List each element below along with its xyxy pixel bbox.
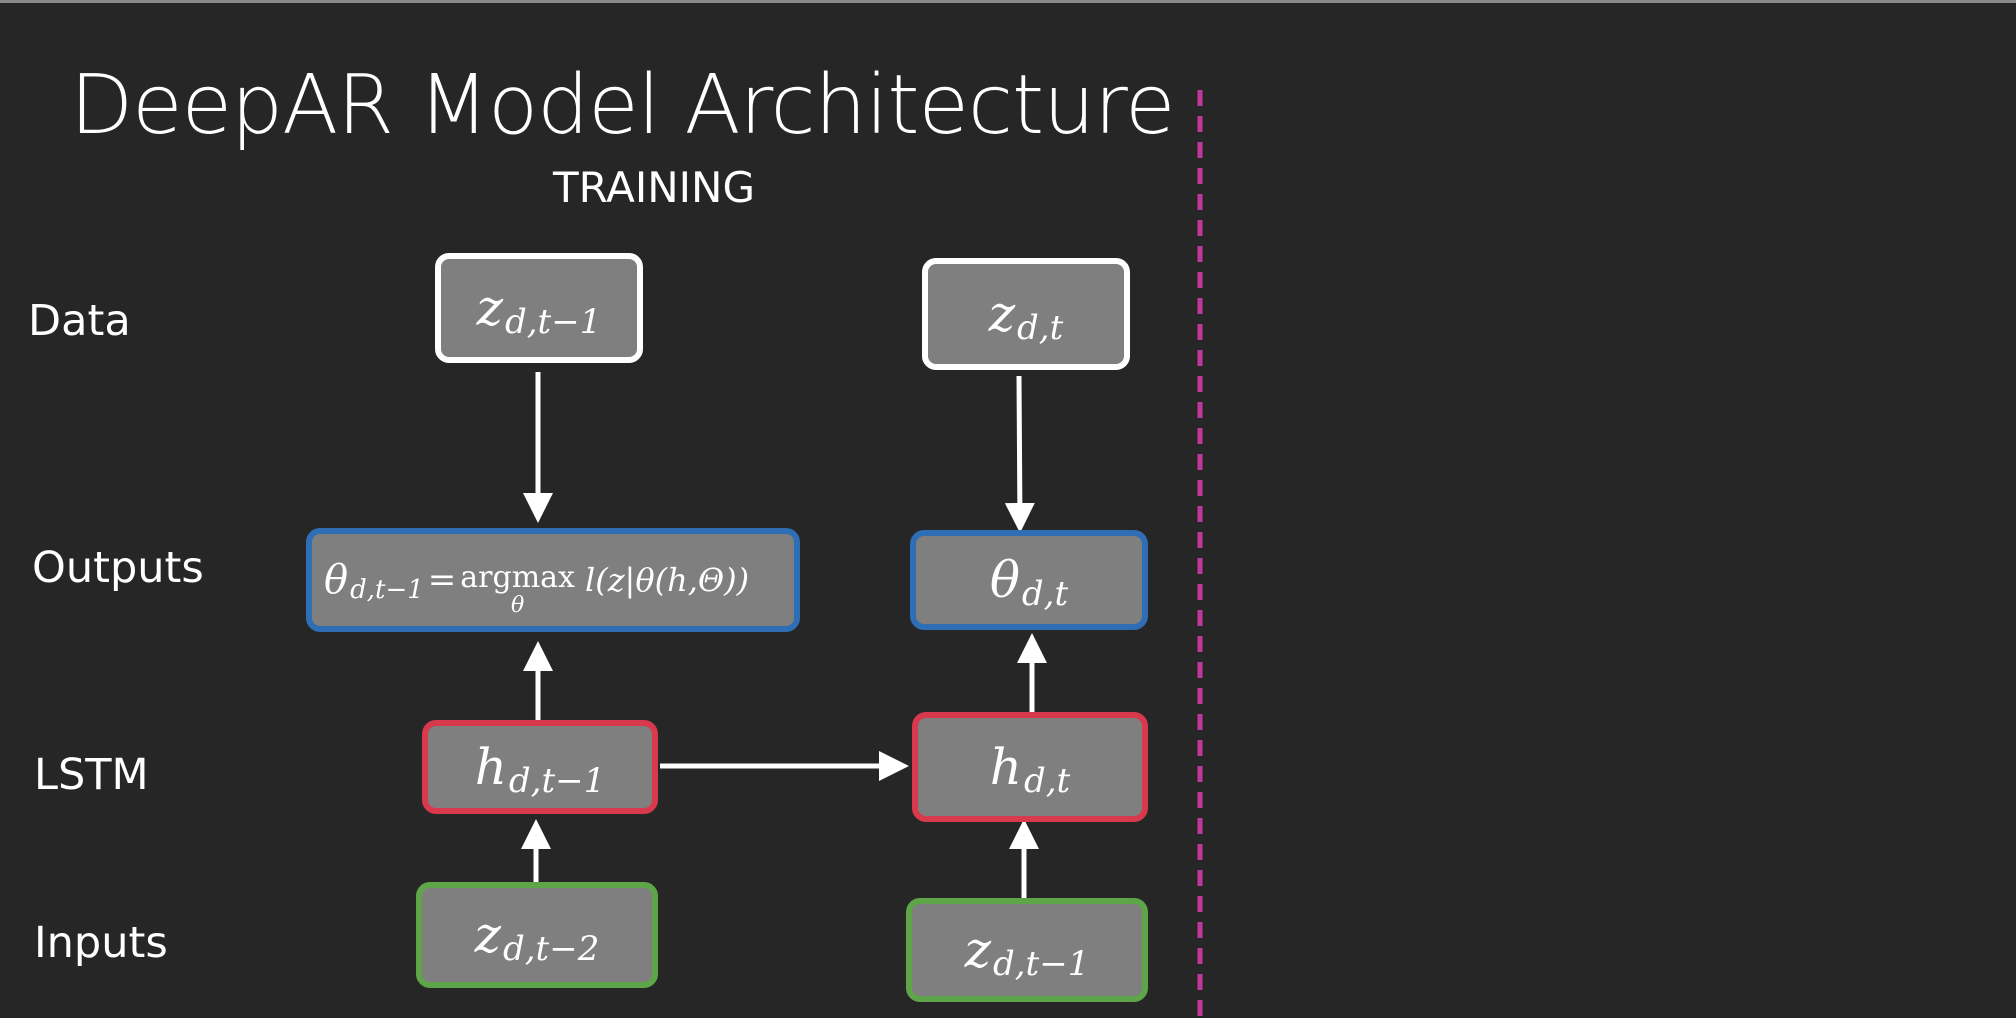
slide-title: DeepAR Model Architecture [70,58,1176,153]
row-label-inputs: Inputs [34,918,168,968]
node-output-prev-expression: l(z|θ(h,Θ)) [584,561,750,599]
node-output-prev-equals: = [427,560,457,600]
node-output-prev-argmax: argmax θ [460,563,575,617]
node-data-curr-subscript: d,t [1017,308,1064,348]
node-output-prev-subscript: d,t−1 [350,575,424,605]
node-lstm-prev-subscript: d,t−1 [508,761,606,801]
slide-subtitle: TRAINING [553,163,756,212]
top-rule [0,0,2016,3]
row-label-outputs: Outputs [32,543,204,593]
node-data-prev-symbol: z [476,279,503,337]
node-output-prev-operator-limit: θ [511,593,525,618]
node-input-prev-subscript: d,t−2 [502,929,600,969]
node-lstm-prev-symbol: h [474,738,507,796]
node-lstm-curr-subscript: d,t [1023,761,1071,801]
node-output-prev-symbol: θ [324,557,349,603]
node-output-curr-symbol: θ [989,551,1020,609]
node-data-prev-subscript: d,t−1 [504,302,602,342]
node-output-curr-subscript: d,t [1021,574,1069,614]
node-input-curr-symbol: z [964,921,991,979]
node-input-prev-symbol: z [474,906,501,964]
node-data-curr-symbol: z [988,285,1016,343]
arrow-data-curr-to-output-curr [1004,375,1035,533]
node-output-prev-operator: argmax [460,560,575,595]
node-input-curr-subscript: d,t−1 [992,944,1090,984]
node-lstm-curr-symbol: h [989,738,1022,796]
row-label-data: Data [28,296,131,346]
row-label-lstm: LSTM [34,750,149,800]
